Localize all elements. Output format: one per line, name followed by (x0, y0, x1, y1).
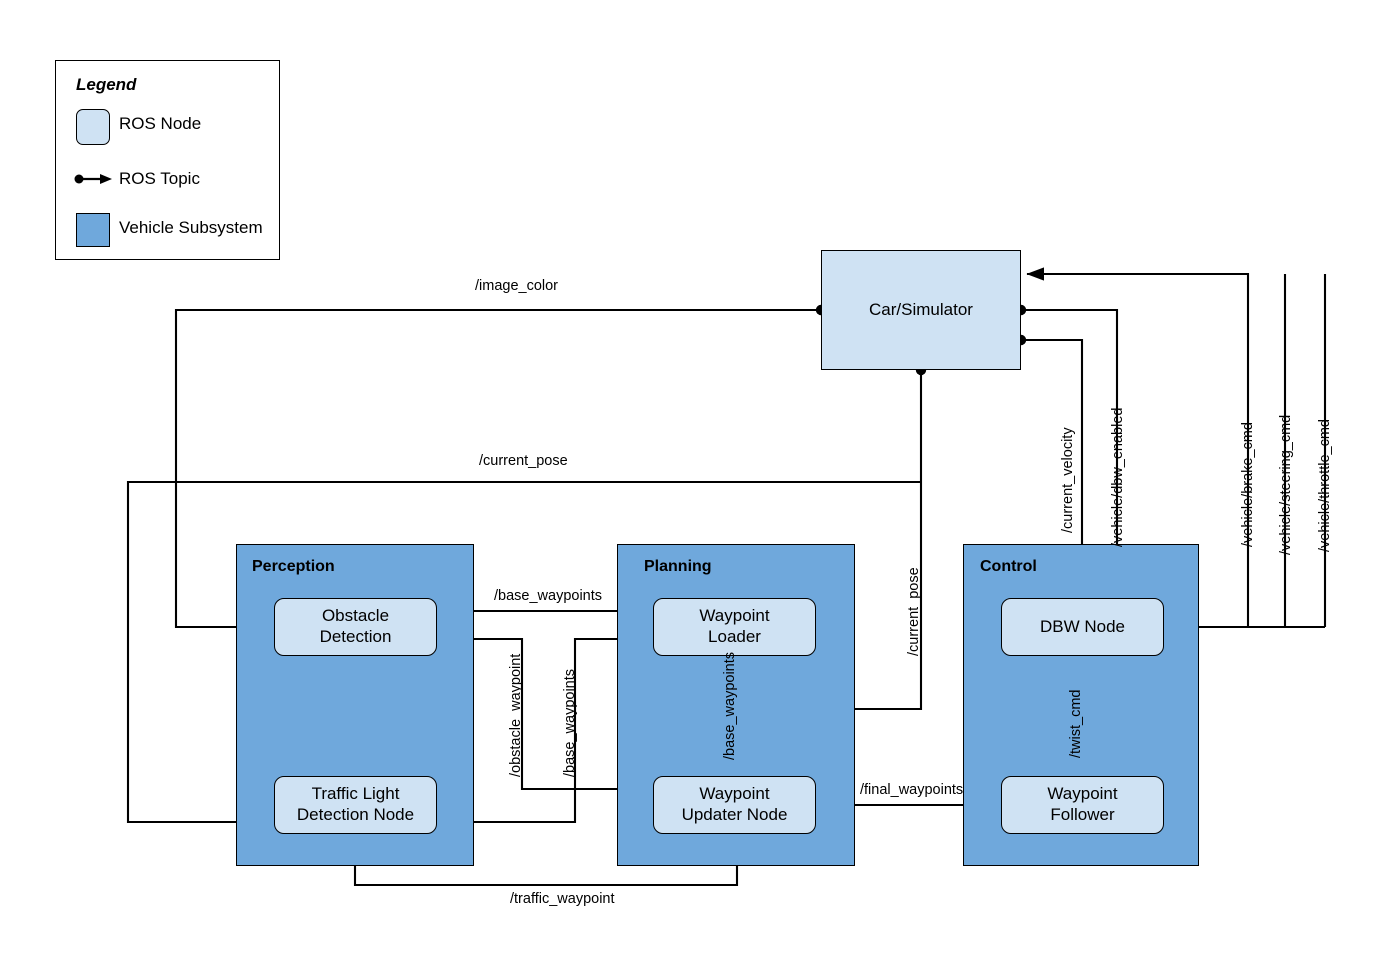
obstacle-detection-node[interactable]: Obstacle Detection (274, 598, 437, 656)
waypoint-updater-line2: Updater Node (681, 805, 788, 824)
traffic-light-line1: Traffic Light (311, 784, 400, 804)
control-title: Control (980, 558, 1037, 575)
topic-label-base-waypoints-planning: /base_waypoints (722, 651, 738, 760)
topic-label-final-waypoints: /final_waypoints (860, 782, 964, 798)
traffic-light-detection-node[interactable]: Traffic Light Detection Node (274, 776, 437, 834)
car-simulator-node[interactable]: Car/Simulator (821, 250, 1021, 370)
waypoint-loader-line2: Loader (708, 627, 761, 646)
legend: Legend ROS Node ROS Topic Vehicle Subsys… (55, 60, 280, 260)
topic-label-traffic-waypoint: /traffic_waypoint (510, 891, 615, 907)
waypoint-follower-line2: Follower (1050, 805, 1115, 824)
topic-label-steering-cmd: /vehicle/steering_cmd (1278, 414, 1294, 555)
obstacle-detection-line1: Obstacle (321, 606, 390, 626)
traffic-light-line2: Detection Node (296, 805, 415, 824)
waypoint-follower-node[interactable]: Waypoint Follower (1001, 776, 1164, 834)
legend-title: Legend (76, 75, 137, 94)
car-simulator-label: Car/Simulator (869, 300, 973, 319)
planning-title: Planning (644, 558, 712, 575)
topic-label-current-pose-top: /current_pose (479, 453, 568, 469)
topic-label-twist-cmd: /twist_cmd (1068, 689, 1084, 759)
legend-ros-node-swatch (76, 109, 110, 145)
ros-topic-icon (74, 174, 112, 184)
dbw-node-label: DBW Node (1039, 616, 1126, 636)
waypoint-loader-line1: Waypoint (699, 606, 770, 626)
topic-label-brake-cmd: /vehicle/brake_cmd (1240, 422, 1256, 547)
perception-title: Perception (252, 558, 335, 575)
legend-ros-node-label: ROS Node (119, 114, 202, 133)
obstacle-detection-line2: Detection (319, 627, 392, 646)
legend-ros-topic-label: ROS Topic (119, 169, 200, 188)
waypoint-updater-node[interactable]: Waypoint Updater Node (653, 776, 816, 834)
topic-label-base-waypoints-top: /base_waypoints (494, 588, 603, 604)
waypoint-follower-line1: Waypoint (1047, 784, 1118, 804)
topic-label-current-velocity: /current_velocity (1060, 427, 1076, 533)
dbw-node[interactable]: DBW Node (1001, 598, 1164, 656)
topic-label-base-waypoints-mid: /base_waypoints (562, 668, 578, 777)
legend-subsystem-label: Vehicle Subsystem (119, 218, 263, 237)
waypoint-loader-node[interactable]: Waypoint Loader (653, 598, 816, 656)
waypoint-updater-line1: Waypoint (699, 784, 770, 804)
topic-label-obstacle-waypoint: /obstacle_waypoint (508, 653, 524, 777)
topic-label-dbw-enabled: /vehicle/dbw_enabled (1110, 407, 1126, 547)
topic-label-current-pose-vert: /current_pose (906, 567, 922, 656)
topic-label-throttle-cmd: /vehicle/throttle_cmd (1317, 419, 1333, 552)
topic-label-image-color: /image_color (475, 278, 559, 294)
legend-subsystem-swatch (76, 213, 110, 247)
